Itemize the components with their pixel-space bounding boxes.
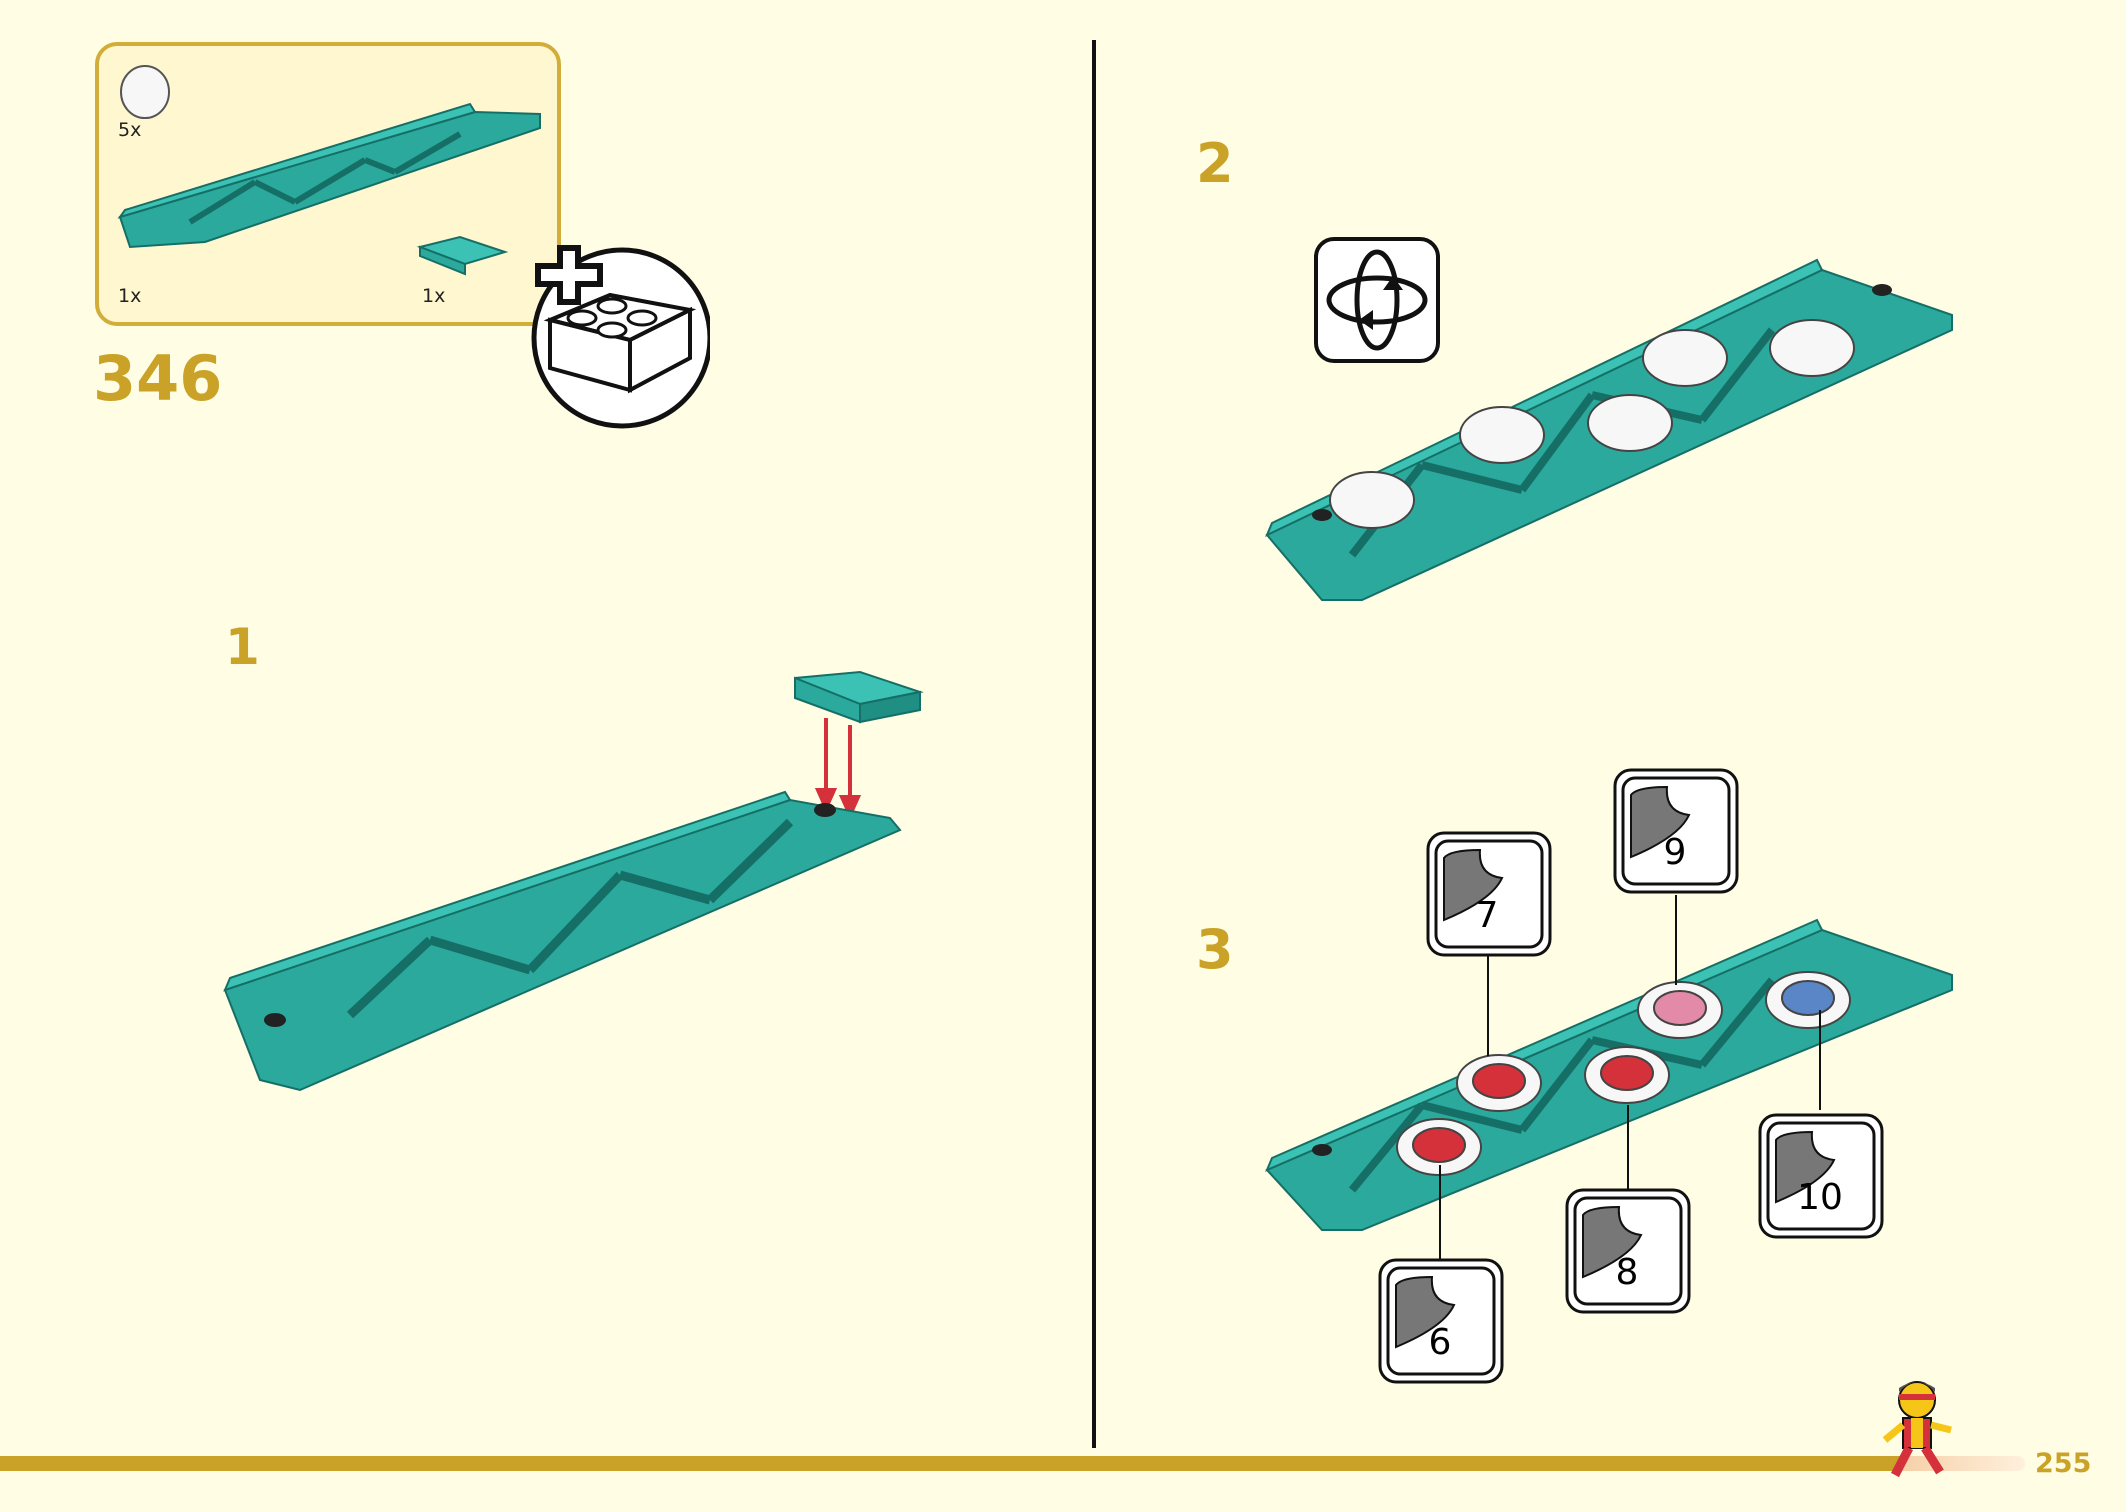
truss-beam-part-icon [117,102,541,249]
sticker-callout-8 [1565,1188,1691,1314]
sticker-number-10: 10 [1797,1177,1843,1218]
down-arrow-icon [814,718,862,820]
sticker-callout-7 [1426,831,1552,957]
sticker-number-9: 9 [1663,832,1687,873]
parts-list-art [117,65,541,276]
stickered-tiles [1396,971,1851,1176]
round-tile-parts [1329,319,1855,529]
plus-brick-icon [531,245,710,429]
part-qty-truss-beam: 1x [118,285,142,307]
part-qty-square-tile: 1x [422,285,446,307]
square-tile-part [794,670,924,724]
sticker-callout-10 [1758,1113,1884,1239]
set-step-number: 346 [93,342,223,415]
square-tile-part-icon [416,235,509,276]
sticker-number-6: 6 [1428,1322,1452,1363]
rotate-model-icon [1314,237,1440,363]
page-number: 255 [2035,1448,2092,1479]
truss-beam-part [223,790,902,1092]
minifigure-mascot-icon [1882,1381,1952,1478]
part-qty-round-tile: 5x [118,119,142,141]
step-3-illustration [1265,918,1953,1231]
round-tile-part-icon [120,65,170,119]
sticker-number-8: 8 [1615,1252,1639,1293]
page-divider [1092,40,1096,1448]
sticker-number-7: 7 [1475,895,1499,936]
step-2-illustration [1265,258,1953,601]
step-1-number: 1 [225,618,260,676]
step-1-illustration [223,670,924,1092]
step-2-number: 2 [1196,132,1234,195]
sticker-callout-6 [1378,1258,1504,1384]
sticker-callouts [1378,768,1884,1384]
footer-bar [0,1456,1900,1471]
sticker-callout-9 [1613,768,1739,894]
step-3-number: 3 [1196,918,1234,981]
